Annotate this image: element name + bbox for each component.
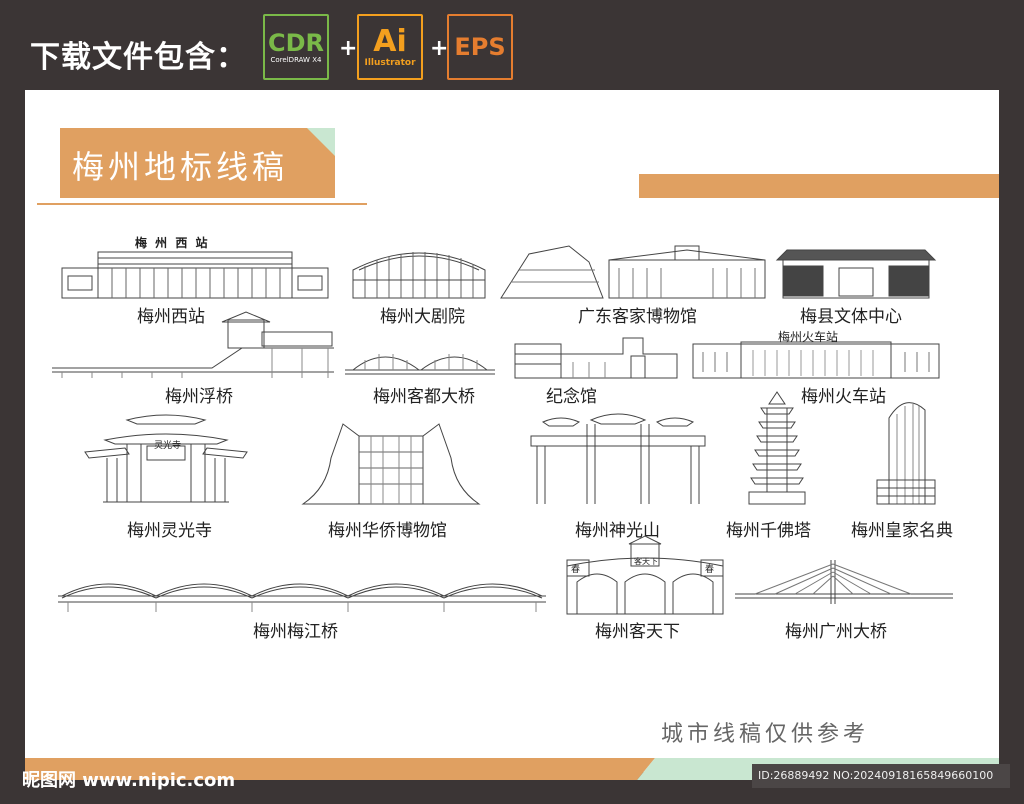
eps-badge: EPS: [447, 14, 513, 80]
footer-note: 城市线稿仅供参考: [661, 722, 870, 747]
temple-sign: 灵光寺: [154, 441, 182, 451]
landmark-label: 梅州皇家名典: [851, 521, 953, 541]
thousand-buddha-pagoda-drawing: [748, 391, 806, 505]
ai-badge-title: Ai: [373, 24, 407, 59]
shenguang-mountain-gate-drawing: [530, 413, 706, 504]
gate-sign: 客天下: [634, 557, 658, 566]
title-underline: [37, 203, 367, 205]
landmark-label: 梅州西站: [137, 307, 205, 327]
landmark-label: 梅州广州大桥: [785, 622, 887, 642]
accent-bar: [639, 174, 999, 198]
plus-sign: +: [339, 36, 358, 61]
landmark-label: 梅州千佛塔: [726, 521, 811, 541]
landmark-label: 梅州客都大桥: [373, 387, 475, 407]
memorial-hall-drawing: [514, 337, 678, 379]
overseas-chinese-museum-drawing: [301, 423, 481, 505]
landmark-label: 梅州灵光寺: [127, 521, 212, 541]
gate-sign-left: 春: [571, 565, 581, 575]
landmark-label: 纪念馆: [546, 387, 597, 407]
royal-mingdian-tower-drawing: [876, 402, 936, 505]
landmark-label: 梅州浮桥: [165, 387, 233, 407]
image-id-strip: ID:26889492 NO:20240918165849660100: [752, 764, 1010, 788]
grand-theatre-drawing: [352, 252, 486, 299]
title-box: 梅州地标线稿: [60, 128, 335, 198]
hakka-museum-drawing: [500, 245, 766, 299]
landmark-label: 梅州火车站: [801, 387, 886, 407]
cdr-badge-title: CDR: [267, 29, 324, 57]
landmark-label: 梅州大剧院: [380, 307, 465, 327]
title-corner-decoration: [307, 128, 335, 156]
cdr-badge: CDR CorelDRAW X4: [263, 14, 329, 80]
landmark-label: 广东客家博物馆: [578, 307, 697, 327]
content-panel: 梅州地标线稿 梅 州 西 站 梅州西站 梅州大剧院 广东客家博物馆: [25, 90, 999, 772]
train-station-sign: 梅州火车站: [778, 330, 839, 344]
kedu-bridge-drawing: [345, 354, 495, 375]
ai-badge-sub: Illustrator: [364, 58, 416, 68]
landmark-label: 梅州神光山: [575, 521, 660, 541]
landmark-label: 梅州华侨博物馆: [328, 521, 447, 541]
download-contents-label: 下载文件包含：: [30, 40, 247, 75]
header-bar: 下载文件包含： CDR CorelDRAW X4 + Ai Illustrato…: [0, 0, 1024, 90]
landmark-label: 梅县文体中心: [800, 307, 902, 327]
ketianxia-gate-drawing: [566, 535, 724, 615]
guangzhou-bridge-drawing: [735, 560, 953, 604]
meixian-culture-sports-center-drawing: [775, 249, 937, 299]
page-title: 梅州地标线稿: [72, 148, 289, 186]
floating-bridge-drawing: [52, 311, 334, 378]
eps-badge-title: EPS: [454, 33, 506, 61]
cdr-badge-sub: CorelDRAW X4: [270, 56, 322, 64]
watermark: 昵图网 www.nipic.com: [22, 770, 236, 791]
gate-sign-right: 春: [705, 565, 715, 575]
meizhou-train-station-drawing: [692, 341, 940, 379]
lingguang-temple-gate-drawing: [84, 414, 248, 503]
landmark-label: 梅州梅江桥: [253, 622, 338, 642]
ai-badge: Ai Illustrator: [357, 14, 423, 80]
landmark-label: 梅州客天下: [595, 622, 680, 642]
west-station-sign: 梅 州 西 站: [135, 236, 210, 250]
meijiang-bridge-drawing: [58, 583, 546, 612]
meizhou-west-station-drawing: [61, 251, 329, 299]
plus-sign: +: [430, 36, 449, 61]
